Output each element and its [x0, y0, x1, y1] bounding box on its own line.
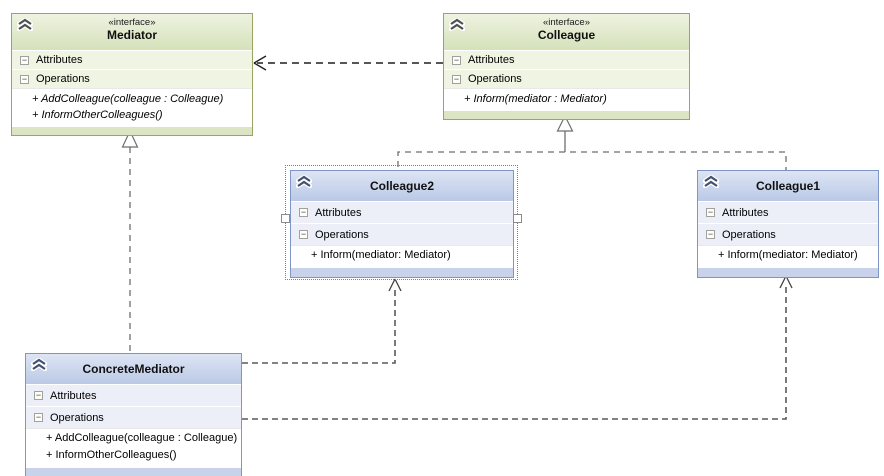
operation-item: + Inform(mediator: Mediator) — [718, 249, 858, 261]
collapse-minus-icon[interactable]: − — [299, 207, 308, 217]
collapse-minus-icon[interactable]: − — [34, 412, 43, 422]
operations-label: Operations — [468, 73, 522, 85]
selection-handle-right[interactable] — [513, 214, 522, 223]
collapse-minus-icon[interactable]: − — [706, 207, 715, 217]
open-arrowhead-icon — [779, 275, 793, 289]
collapse-double-chevron-icon[interactable] — [16, 17, 34, 34]
operations-label: Operations — [36, 73, 90, 85]
attributes-section-row: − Attributes — [12, 50, 252, 69]
attributes-section-row: − Attributes — [291, 201, 513, 223]
collapse-minus-icon[interactable]: − — [20, 54, 29, 65]
attributes-section-row: − Attributes — [26, 384, 241, 406]
collapse-minus-icon[interactable]: − — [452, 54, 461, 65]
dependency-concretemediator-to-colleague1[interactable] — [242, 275, 793, 420]
collapse-double-chevron-icon[interactable] — [448, 17, 466, 34]
class-footer — [444, 110, 689, 119]
operation-item: + InformOtherColleagues() — [32, 109, 163, 121]
hollow-triangle-icon — [121, 129, 139, 148]
class-footer — [291, 267, 513, 277]
class-name: Colleague2 — [369, 179, 435, 193]
collapse-double-chevron-icon[interactable] — [702, 174, 720, 191]
attributes-label: Attributes — [722, 206, 769, 219]
operation-item: + AddColleague(colleague : Colleague) — [46, 432, 238, 444]
operations-section-row: − Operations — [291, 223, 513, 245]
operation-item: + AddColleague(colleague : Colleague) — [32, 93, 224, 105]
class-name: ConcreteMediator — [82, 362, 185, 376]
open-arrowhead-icon — [253, 55, 267, 71]
class-header: «interface» Mediator — [12, 14, 252, 50]
attributes-label: Attributes — [315, 206, 362, 219]
operations-section-row: − Operations — [12, 69, 252, 88]
realization-concretemediator-to-mediator[interactable] — [121, 129, 139, 352]
operations-section-row: − Operations — [444, 69, 689, 88]
class-colleague[interactable]: «interface» Colleague − Attributes − Ope… — [443, 13, 690, 120]
class-name: Mediator — [106, 28, 157, 42]
stereotype-label: «interface» — [108, 17, 156, 28]
open-arrowhead-icon — [388, 278, 402, 292]
attributes-section-row: − Attributes — [444, 50, 689, 69]
attributes-label: Attributes — [468, 54, 515, 66]
class-footer — [698, 267, 878, 277]
class-colleague2[interactable]: Colleague2 − Attributes − Operations + I… — [290, 170, 514, 278]
operation-item: + Inform(mediator: Mediator) — [311, 249, 451, 261]
operations-label: Operations — [50, 411, 104, 424]
operation-item: + InformOtherColleagues() — [46, 449, 177, 461]
collapse-minus-icon[interactable]: − — [20, 73, 29, 84]
operations-label: Operations — [315, 228, 369, 241]
class-header: ConcreteMediator — [26, 354, 241, 384]
class-footer — [12, 126, 252, 135]
attributes-label: Attributes — [36, 54, 83, 66]
collapse-double-chevron-icon[interactable] — [30, 357, 48, 374]
class-mediator[interactable]: «interface» Mediator − Attributes − Oper… — [11, 13, 253, 136]
class-header: Colleague1 — [698, 171, 878, 201]
operations-section-row: − Operations — [698, 223, 878, 245]
collapse-minus-icon[interactable]: − — [299, 229, 308, 239]
attributes-label: Attributes — [50, 389, 97, 402]
class-colleague1[interactable]: Colleague1 − Attributes − Operations + I… — [697, 170, 879, 278]
class-name: Colleague1 — [755, 179, 821, 193]
class-header: «interface» Colleague — [444, 14, 689, 50]
class-name: Colleague — [537, 28, 596, 42]
realization-colleagues-to-colleague[interactable] — [397, 114, 787, 170]
collapse-double-chevron-icon[interactable] — [295, 174, 313, 191]
class-header: Colleague2 — [291, 171, 513, 201]
operations-section-row: − Operations — [26, 406, 241, 428]
class-footer — [26, 467, 241, 476]
class-concretemediator[interactable]: ConcreteMediator − Attributes − Operatio… — [25, 353, 242, 476]
dependency-concretemediator-to-colleague2[interactable] — [242, 278, 402, 364]
dependency-colleague-to-mediator[interactable] — [253, 55, 443, 71]
operation-item: + Inform(mediator : Mediator) — [464, 93, 607, 105]
operations-label: Operations — [722, 228, 776, 241]
collapse-minus-icon[interactable]: − — [34, 390, 43, 400]
attributes-section-row: − Attributes — [698, 201, 878, 223]
collapse-minus-icon[interactable]: − — [452, 73, 461, 84]
collapse-minus-icon[interactable]: − — [706, 229, 715, 239]
selection-handle-left[interactable] — [281, 214, 290, 223]
stereotype-label: «interface» — [542, 17, 590, 28]
